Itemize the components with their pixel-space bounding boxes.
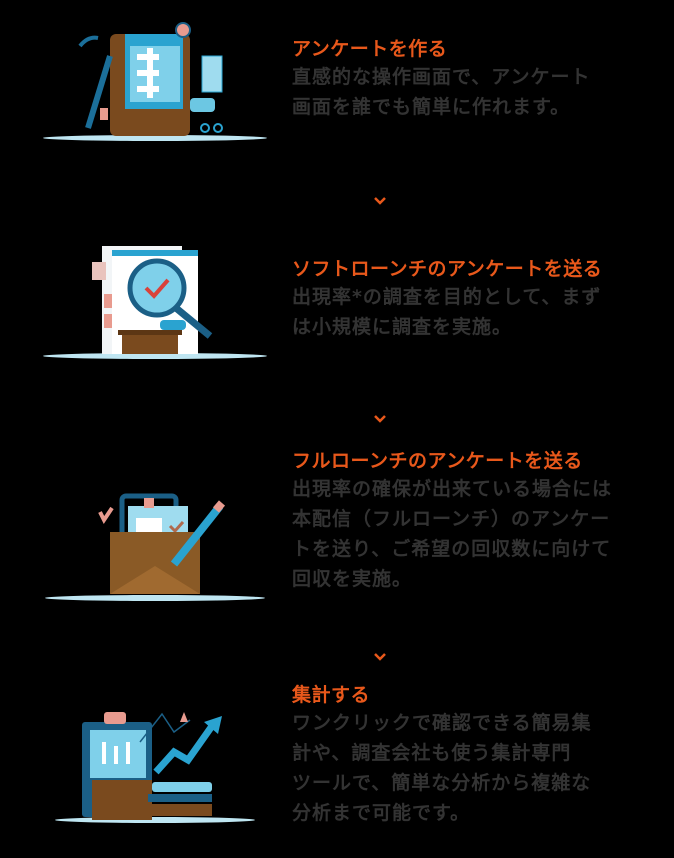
step-title: ソフトローンチのアンケートを送る: [292, 258, 603, 280]
step-description-line: 出現率の確保が出来ている場合には: [292, 478, 613, 500]
soft-launch-magnifier-illustration-icon: [40, 236, 270, 361]
step-description: 直感的な操作画面で、アンケート 画面を誰でも簡単に作れます。: [292, 62, 674, 122]
step-description-line: 分析まで可能です。: [292, 802, 471, 824]
step-description-line: 直感的な操作画面で、アンケート: [292, 66, 591, 88]
step-description-line: 出現率*の調査を目的として、まず: [292, 286, 602, 308]
step-description-line: は小規模に調査を実施。: [292, 316, 513, 338]
aggregate-chart-illustration-icon: [40, 702, 270, 827]
step-description-line: トを送り、ご希望の回収数に向けて: [292, 538, 612, 560]
chevron-down-icon: [372, 647, 388, 661]
step-description-line: 本配信（フルローンチ）のアンケー: [292, 508, 611, 530]
step-description: ワンクリックで確認できる簡易集 計や、調査会社も使う集計専門 ツールで、簡単な分…: [292, 708, 674, 828]
step-description-line: 画面を誰でも簡単に作れます。: [292, 96, 571, 118]
survey-create-illustration-icon: [40, 18, 270, 143]
step-description: 出現率の確保が出来ている場合には 本配信（フルローンチ）のアンケー トを送り、ご…: [292, 474, 674, 594]
step-description-line: 計や、調査会社も使う集計専門: [292, 742, 572, 764]
step-title: アンケートを作る: [292, 38, 448, 60]
step-description: 出現率*の調査を目的として、まず は小規模に調査を実施。: [292, 282, 674, 342]
chevron-down-icon: [372, 409, 388, 423]
full-launch-envelope-illustration-icon: [40, 486, 270, 611]
chevron-down-icon: [372, 191, 388, 205]
step-description-line: 回収を実施。: [292, 568, 413, 590]
step-description-line: ワンクリックで確認できる簡易集: [292, 712, 592, 734]
step-title: 集計する: [292, 684, 371, 706]
step-description-line: ツールで、簡単な分析から複雑な: [292, 772, 592, 794]
step-title: フルローンチのアンケートを送る: [292, 450, 583, 472]
